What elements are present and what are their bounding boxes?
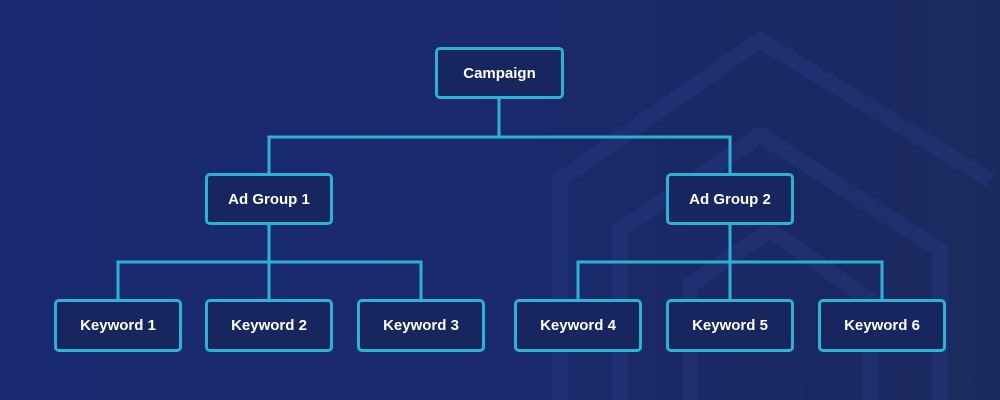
keyword-4-node: Keyword 4 — [514, 299, 642, 352]
keyword-5-node: Keyword 5 — [666, 299, 794, 352]
ad-group-2-node: Ad Group 2 — [666, 173, 794, 225]
keyword-6-node: Keyword 6 — [818, 299, 946, 352]
campaign-node: Campaign — [435, 47, 564, 99]
keyword-2-node: Keyword 2 — [205, 299, 333, 352]
keyword-1-node: Keyword 1 — [54, 299, 182, 352]
keyword-3-node: Keyword 3 — [357, 299, 485, 352]
ad-group-1-node: Ad Group 1 — [205, 173, 333, 225]
